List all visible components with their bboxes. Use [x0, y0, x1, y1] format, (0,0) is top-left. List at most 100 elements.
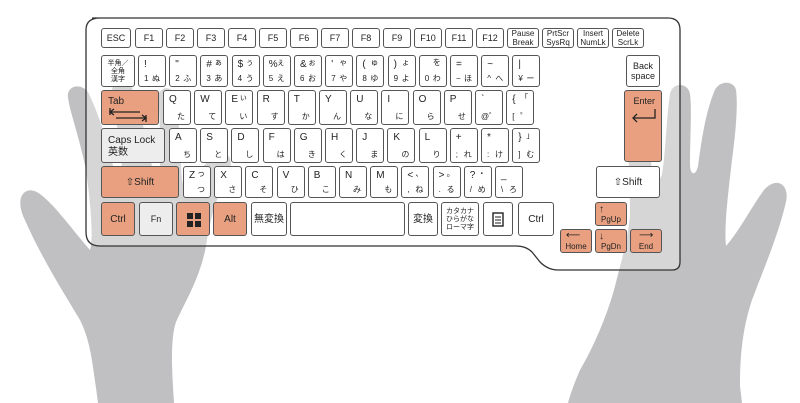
key-slash[interactable]: ?/・め	[463, 166, 492, 198]
key-f10[interactable]: F10	[414, 28, 442, 48]
key-label: Pause	[511, 29, 535, 38]
key-f5[interactable]: F5	[259, 28, 287, 48]
key-win[interactable]	[176, 202, 210, 236]
key-f9[interactable]: F9	[383, 28, 411, 48]
key-f4[interactable]: F4	[228, 28, 256, 48]
key-f8[interactable]: F8	[352, 28, 380, 48]
key-henkan[interactable]: 変換	[408, 202, 438, 236]
key-f7[interactable]: F7	[321, 28, 349, 48]
key-end[interactable]: End⟶	[630, 229, 662, 253]
key-home[interactable]: Home⟵	[560, 229, 592, 253]
key-rctrl[interactable]: Ctrl	[518, 202, 554, 236]
key-comma[interactable]: <,、ね	[401, 166, 430, 198]
key-rshift[interactable]: ⇧Shift	[596, 166, 660, 198]
key-f2[interactable]: F2	[166, 28, 194, 48]
key-label: Delete	[616, 29, 640, 38]
key-label: F5	[267, 33, 279, 43]
key-pgdn[interactable]: PgDn↓	[595, 229, 627, 253]
key-label: 1	[144, 74, 149, 83]
key-f6[interactable]: F6	[290, 28, 318, 48]
key-label: F7	[329, 33, 341, 43]
key-fn[interactable]: Fn	[139, 202, 173, 236]
key-caret[interactable]: ~^へ	[481, 55, 510, 87]
key-label: R	[262, 94, 270, 105]
key-rbracket[interactable]: }]」む	[512, 128, 541, 163]
key-period[interactable]: >.。る	[432, 166, 461, 198]
key-f12[interactable]: F12	[476, 28, 504, 48]
key-label: の	[401, 150, 410, 159]
key-app[interactable]	[483, 202, 513, 236]
key-label: ⇧Shift	[613, 177, 643, 188]
key-pgup[interactable]: PgUp↑	[595, 202, 627, 226]
key-label: F3	[205, 33, 217, 43]
key-label: Enter	[633, 96, 655, 106]
key-label: 全角	[111, 67, 125, 75]
key-alt[interactable]: Alt	[213, 202, 247, 236]
key-lshift[interactable]: ⇧Shift	[101, 166, 179, 198]
key-f3[interactable]: F3	[197, 28, 225, 48]
key-colon[interactable]: *:け	[481, 128, 509, 163]
key-muhenkan[interactable]: 無変換	[251, 202, 287, 236]
key-yen[interactable]: |¥ー	[512, 55, 541, 87]
key-lbracket[interactable]: {[「゜	[506, 90, 535, 125]
key-tab[interactable]: Tab	[101, 90, 159, 125]
key-label: ょ	[401, 58, 410, 67]
key-esc[interactable]: ESC	[101, 28, 131, 48]
key-hankaku[interactable]: 半角／全角漢字	[101, 55, 135, 87]
key-at[interactable]: `@゛	[475, 90, 503, 125]
key-label: う	[245, 74, 254, 83]
key-f11[interactable]: F11	[445, 28, 473, 48]
key-f1[interactable]: F1	[135, 28, 163, 48]
key-katakana[interactable]: カタカナひらがなローマ字	[441, 202, 479, 236]
key-ctrl[interactable]: Ctrl	[101, 202, 135, 236]
key-minus[interactable]: =−ほ	[450, 55, 478, 87]
key-semicolon[interactable]: +;れ	[449, 128, 478, 163]
key-backslash[interactable]: _\ろ	[495, 166, 523, 198]
key-space[interactable]	[290, 202, 405, 236]
key-enter[interactable]: Enter	[624, 90, 662, 162]
